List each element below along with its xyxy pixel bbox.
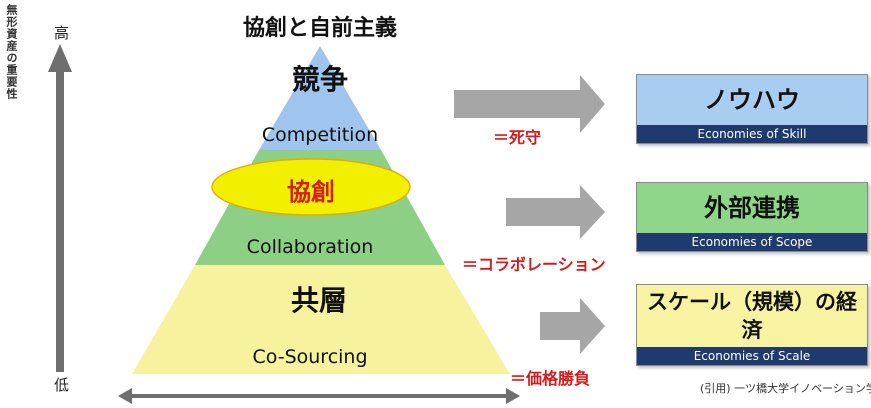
importance-axis-arrow: [48, 44, 72, 372]
box-scope-jp: 外部連携: [704, 194, 800, 222]
top-tier-en-label: Competition: [261, 124, 379, 146]
box-scale-jp: スケール（規模）の経済: [647, 290, 857, 342]
axis-vertical-label: 無形資産の重要性: [5, 4, 18, 100]
highlight-ellipse: [211, 158, 411, 216]
citation-text: (引用) 一ツ橋大学イノベーション学課: [700, 382, 871, 395]
arrow-to-scope: [506, 185, 605, 239]
horizontal-axis-left-head: [118, 388, 132, 404]
axis-low-label: 低: [54, 376, 70, 394]
box-scale-en: Economies of Scale: [637, 347, 867, 365]
base-tier-jp-label: 共層: [290, 284, 347, 317]
pyramid-base-tier: [132, 265, 510, 374]
mid-tier-en-label: Collaboration: [246, 236, 374, 258]
box-skill-jp: ノウハウ: [704, 86, 800, 114]
top-tier-jp-label: 競争: [291, 63, 348, 96]
box-skill-en: Economies of Skill: [637, 125, 867, 143]
relation-label-skill: ＝死守: [493, 128, 542, 147]
relation-label-scale: ＝価格勝負: [510, 369, 591, 388]
arrow-to-scale: [540, 298, 605, 354]
axis-high-label: 高: [54, 24, 70, 42]
box-scale: スケール（規模）の経済 Economies of Scale: [636, 284, 868, 366]
pyramid-top-tier: [259, 46, 381, 150]
box-scope: 外部連携 Economies of Scope: [636, 182, 868, 252]
arrow-to-skill: [454, 75, 605, 133]
horizontal-axis-right-head: [506, 388, 520, 404]
diagram-title: 協創と自前主義: [242, 16, 397, 41]
box-skill: ノウハウ Economies of Skill: [636, 74, 868, 144]
box-scope-en: Economies of Scope: [637, 233, 867, 251]
mid-tier-jp-label: 協創: [287, 178, 335, 206]
relation-label-scope: ＝コラボレーション: [462, 255, 606, 274]
base-tier-en-label: Co-Sourcing: [252, 346, 368, 368]
